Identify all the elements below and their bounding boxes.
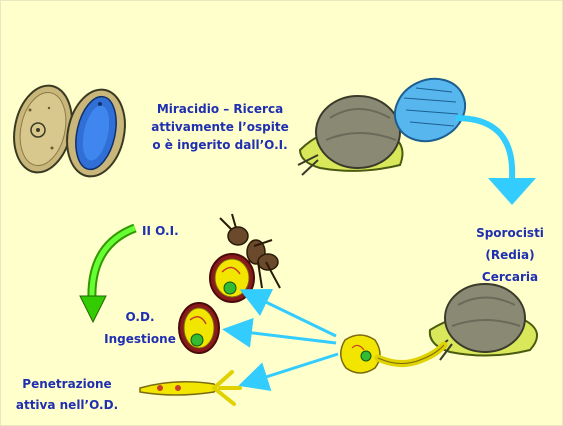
label-miracidio-line1: Miracidio – Ricerca bbox=[140, 100, 300, 118]
label-second-host-text: II O.I. bbox=[142, 222, 212, 240]
cyst-illustration bbox=[179, 303, 219, 353]
label-od-line2: Ingestione bbox=[100, 328, 180, 350]
label-penetrazione-line2: attiva nell’O.D. bbox=[4, 395, 130, 416]
label-sporocisti: Sporocisti (Redia) Cercaria bbox=[460, 222, 560, 288]
label-miracidio-line2: attivamente l’ospite bbox=[140, 118, 300, 136]
label-miracidio: Miracidio – Ricerca attivamente l’ospite… bbox=[140, 100, 300, 154]
label-od-ingestione: O.D. Ingestione bbox=[100, 306, 180, 350]
label-penetrazione-line1: Penetrazione bbox=[4, 374, 130, 395]
label-sporocisti-line1: Sporocisti bbox=[460, 222, 560, 244]
label-sporocisti-line2: (Redia) bbox=[460, 244, 560, 266]
label-penetrazione: Penetrazione attiva nell’O.D. bbox=[4, 374, 130, 416]
label-second-host: II O.I. bbox=[142, 222, 212, 240]
label-od-line1: O.D. bbox=[100, 306, 180, 328]
label-miracidio-line3: o è ingerito dall’O.I. bbox=[140, 136, 300, 154]
label-sporocisti-line3: Cercaria bbox=[460, 266, 560, 288]
